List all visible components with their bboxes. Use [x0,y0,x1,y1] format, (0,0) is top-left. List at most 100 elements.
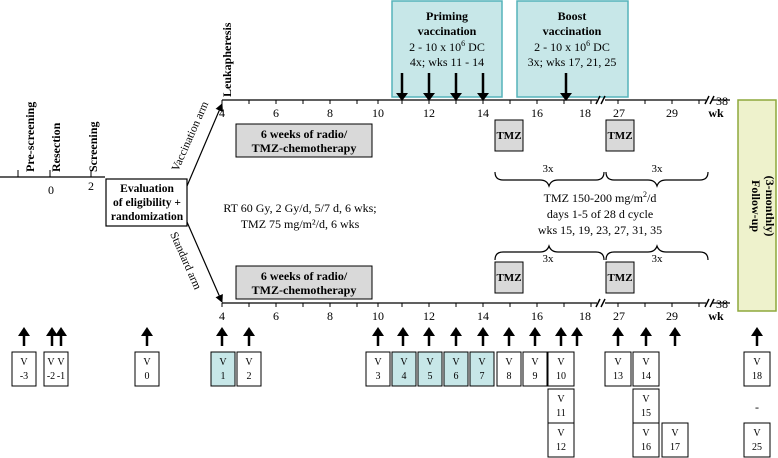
tmz-dose-text: TMZ 150-200 mg/m2/d [544,190,657,205]
pre-tick-0: 0 [48,183,54,197]
visit-box-1 [210,351,236,387]
visit-num-minus3: -3 [20,371,28,382]
evaluation-line3: randomization [111,211,184,223]
standard-tmz-label-1: TMZ [496,272,521,284]
visit-v-label: V [557,357,565,368]
visit-v-label: V [47,357,55,368]
wk-tick-4: 4 [219,106,225,120]
visit-box-18 [743,351,771,387]
wk-tick-8: 8 [327,106,333,120]
boost-arrow [560,73,572,101]
visit-box-3 [365,351,391,387]
evaluation-box [105,178,188,227]
boost-dose: 2 - 10 x 106 DC [534,39,610,54]
boost-title1: Boost [558,9,587,23]
lower-cycle-left: 3x [543,253,555,265]
upper-cycle-right: 3x [652,163,664,175]
visit-v-label: V [614,357,622,368]
vaccination-tmz-label-1: TMZ [496,130,521,142]
visit-num-7: 7 [480,371,485,382]
wk-tick-14: 14 [477,106,489,120]
visit-v-label: V [20,357,28,368]
visit-num-11: 11 [556,408,566,419]
visit-v-label: V [478,357,486,368]
std-wk-tick-38: 38 [716,297,728,311]
visit-box-4 [391,351,417,387]
lower-brace-left [494,244,605,261]
visit-num-3: 3 [376,371,381,382]
visit-num-9: 9 [533,371,538,382]
wk-tick-6: 6 [273,106,279,120]
vaccination-tmz-box-1 [494,119,524,152]
visit-box-minus3 [11,351,37,387]
upper-cycle-left: 3x [543,163,555,175]
vaccination-tmz-label-2: TMZ [607,130,632,142]
visit-num-0: 0 [145,371,150,382]
vaccination-branch-arrow [186,103,223,187]
std-wk-tick-14: 14 [477,309,489,323]
wk-tick-27: 27 [613,106,625,120]
visit-num-minus1: -1 [57,371,65,382]
visit-num-6: 6 [454,371,459,382]
visit-v-label: V [557,394,565,405]
rt-line2: TMZ 75 mg/m²/d, 6 wks [241,217,360,231]
std-wk-tick-29: 29 [666,309,678,323]
rt-line1: RT 60 Gy, 2 Gy/d, 5/7 d, 6 wks; [223,201,376,215]
standard-tmz-label-2: TMZ [607,272,632,284]
vaccination-week-labels: 4 6 8 10 12 14 16 18 27 29 38 wk [219,94,728,120]
vaccination-tmz-box-2 [605,119,635,152]
visit-v-label: V [642,357,650,368]
visit-v-label: V [531,357,539,368]
vaccination-timeline [221,95,730,105]
wk-unit-label: wk [708,106,724,120]
standard-timeline [221,298,730,308]
vaccination-chemo-box [235,123,373,158]
evaluation-line2: of eligibility + [113,197,181,209]
tmz-days-text: days 1-5 of 28 d cycle [547,207,653,221]
visit-v-label: V [753,428,761,439]
visit-num-2: 2 [247,371,252,382]
wk-tick-10: 10 [372,106,384,120]
visit-box-25 [743,422,771,458]
visit-v-label: V [374,357,382,368]
visit-num-25: 25 [752,442,762,453]
standard-chemo-line2: TMZ-chemotherapy [252,283,357,297]
pre-screening-label: Pre-screening [23,102,37,172]
standard-arm-label: Standard arm [167,230,203,291]
vaccination-arm-label: Vaccination arm [170,100,212,173]
visit-box-14 [632,351,660,387]
lower-brace-right [605,244,709,261]
wk-tick-18: 18 [579,106,591,120]
standard-chemo-box [235,265,373,300]
visit-v-label: V [245,357,253,368]
visit-num-17: 17 [670,442,680,453]
visit-num-minus2: -2 [47,371,55,382]
std-wk-tick-8: 8 [327,309,333,323]
visit-v-label: V [671,428,679,439]
standard-week-labels: 4 6 8 10 12 14 16 18 27 29 38 wk [219,297,728,323]
visit-box-minus2-minus1 [43,351,69,387]
screening-label: Screening [86,122,100,172]
wk-tick-29: 29 [666,106,678,120]
visit-v-label: V [452,357,460,368]
visit-v-label: V [642,428,650,439]
priming-dose: 2 - 10 x 106 DC [409,39,485,54]
standard-chemo-line1: 6 weeks of radio/ [261,269,348,283]
visit-range-dash: - [755,400,759,414]
lower-cycle-right: 3x [652,253,664,265]
followup-line1: Follow-up [749,180,763,232]
visit-box-7 [469,351,495,387]
visit-num-1: 1 [221,371,226,382]
visit-v-label: V [557,428,565,439]
visit-box-8 [496,351,522,387]
upper-brace-left [494,171,605,188]
pre-tick-2: 2 [88,179,94,193]
visit-box-10 [547,351,575,387]
visit-box-6 [443,351,469,387]
visit-v-label: V [219,357,227,368]
std-wk-tick-27: 27 [613,309,625,323]
wk-tick-12: 12 [423,106,435,120]
priming-schedule: 4x; wks 11 - 14 [410,55,484,69]
visit-box-13 [604,351,632,387]
